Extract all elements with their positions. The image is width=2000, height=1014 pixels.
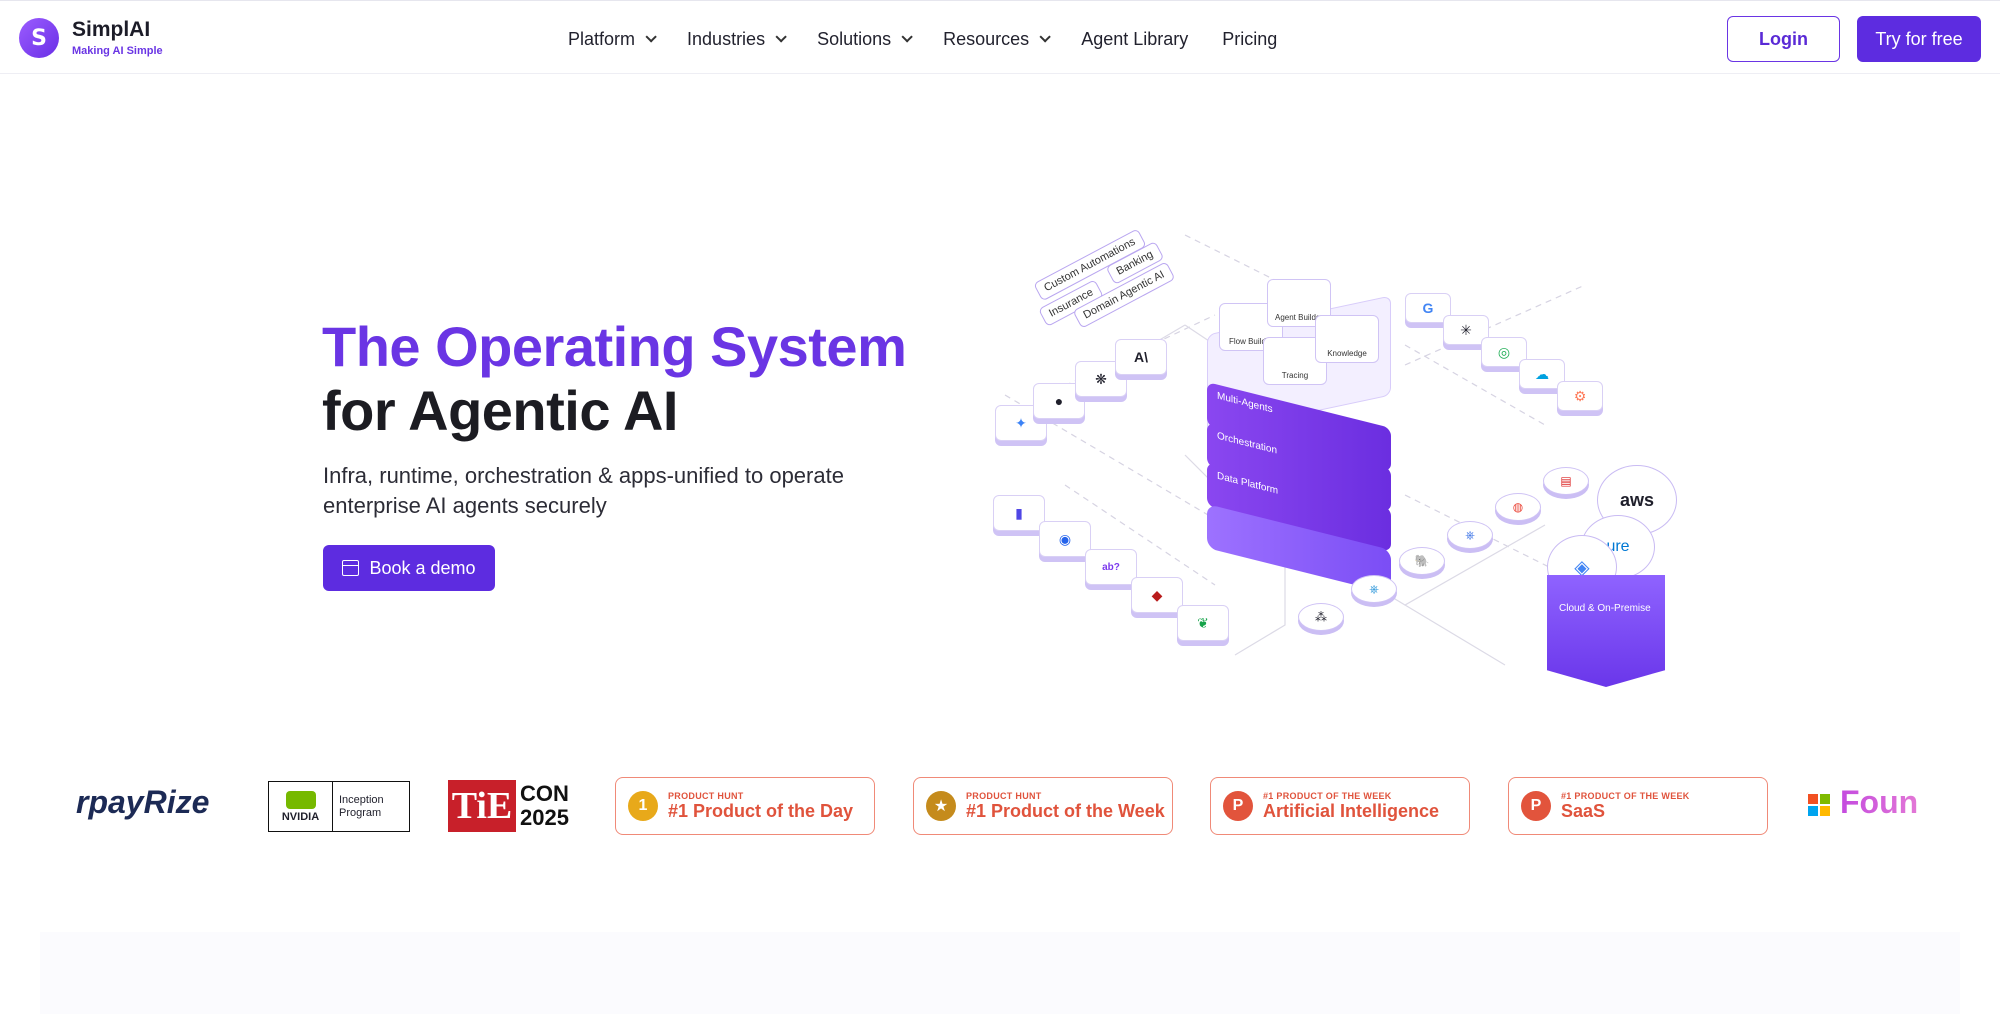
product-hunt-icon: P <box>1521 791 1551 821</box>
cloud-onprem-label: Cloud & On-Premise <box>1559 603 1651 614</box>
nav-resources[interactable]: Resources <box>943 28 1051 50</box>
chevron-down-icon <box>901 31 913 43</box>
partner-logo-strip: rpayRize NVIDIA Inception Program TiE CO… <box>0 770 2000 840</box>
tiecon-logo: TiE CON 2025 <box>448 780 569 832</box>
tiecon-year: 2025 <box>520 805 569 830</box>
badge-small: PRODUCT HUNT <box>668 790 744 801</box>
tiecon-name: CON <box>520 781 569 806</box>
nav-label: Platform <box>568 28 636 49</box>
kafka-icon: ⁂ <box>1298 603 1344 631</box>
chevron-down-icon <box>1039 31 1051 43</box>
badge-small: #1 PRODUCT OF THE WEEK <box>1561 790 1690 801</box>
postgres-icon: 🐘 <box>1399 547 1445 575</box>
nvidia-program: Inception Program <box>339 793 384 819</box>
chevron-down-icon <box>645 31 657 43</box>
product-hunt-icon: P <box>1223 791 1253 821</box>
knowledge-tile: Knowledge <box>1315 315 1379 363</box>
redis-icon: ▤ <box>1543 467 1589 495</box>
medal-icon: ★ <box>926 791 956 821</box>
nav-label: Pricing <box>1222 28 1278 49</box>
nav-agent-library[interactable]: Agent Library <box>1081 29 1188 50</box>
tile-label: Flow Builder <box>1228 337 1273 346</box>
stack-icon: ◆ <box>1131 577 1183 613</box>
nvidia-inception-logo: NVIDIA Inception Program <box>268 781 410 832</box>
microsoft-icon <box>1808 794 1830 816</box>
next-section-panel <box>40 932 1960 1014</box>
chat-icon: ◉ <box>1039 521 1091 557</box>
tie-mark: TiE <box>448 780 516 832</box>
calendar-icon <box>342 560 360 576</box>
nvidia-eye-icon <box>285 790 316 809</box>
tile-label: Knowledge <box>1327 349 1367 358</box>
badge-big: #1 Product of the Week <box>966 800 1165 821</box>
site-header: S SimplAI Making AI Simple Platform Indu… <box>0 0 2000 74</box>
book-demo-label: Book a demo <box>369 557 476 578</box>
kubernetes-icon: ⎈ <box>1447 521 1493 549</box>
nav-solutions[interactable]: Solutions <box>817 28 913 50</box>
nav-label: Agent Library <box>1081 28 1189 49</box>
badge-big: Artificial Intelligence <box>1263 800 1440 821</box>
book-demo-button[interactable]: Book a demo <box>323 545 495 591</box>
founders-hub-logo: Foun <box>1840 784 1924 821</box>
product-week-ai-badge: P #1 PRODUCT OF THE WEEK Artificial Inte… <box>1210 777 1470 835</box>
brand-text: SimplAI Making AI Simple <box>72 18 163 58</box>
hero-title-line2: for Agentic AI <box>322 379 678 442</box>
nav-industries[interactable]: Industries <box>687 28 787 50</box>
docs-icon: ▮ <box>993 495 1045 531</box>
badge-big: SaaS <box>1561 800 1606 821</box>
k8s-icon: ⎈ <box>1351 575 1397 603</box>
hero-subtitle: Infra, runtime, orchestration & apps-uni… <box>323 463 844 518</box>
hero-title: The Operating System for Agentic AI <box>322 315 907 443</box>
brand-tagline: Making AI Simple <box>72 45 163 57</box>
badge-big: #1 Product of the Day <box>668 800 854 821</box>
main-nav: Platform Industries Solutions Resources … <box>568 25 1311 53</box>
platform-illustration: Custom Automations Banking Insurance Dom… <box>985 225 1685 695</box>
brand-name: SimplAI <box>72 18 151 41</box>
nvidia-name: NVIDIA <box>281 810 320 823</box>
hero-title-line1: The Operating System <box>322 315 907 378</box>
badge-small: PRODUCT HUNT <box>966 790 1042 801</box>
nav-pricing[interactable]: Pricing <box>1222 29 1277 50</box>
leaf-icon: ❦ <box>1177 605 1229 641</box>
badge-text: PRODUCT HUNT #1 Product of the Day <box>668 791 853 822</box>
medal-icon: 1 <box>628 791 658 821</box>
simplai-logo-icon: S <box>19 18 59 58</box>
badge-small: #1 PRODUCT OF THE WEEK <box>1263 790 1392 801</box>
afterpay-logo: rpayRize <box>76 784 210 820</box>
product-week-saas-badge: P #1 PRODUCT OF THE WEEK SaaS <box>1508 777 1768 835</box>
nvidia-mark: NVIDIA <box>269 782 333 831</box>
login-button[interactable]: Login <box>1727 16 1840 62</box>
chevron-down-icon <box>775 31 787 43</box>
gcp-icon: ◍ <box>1495 493 1541 521</box>
cloud-onprem-box: Cloud & On-Premise <box>1547 575 1665 687</box>
nav-label: Industries <box>687 28 766 49</box>
nav-label: Resources <box>943 28 1030 49</box>
nav-platform[interactable]: Platform <box>568 28 657 50</box>
aws-label: aws <box>1619 489 1655 510</box>
lang-icon: ab? <box>1085 549 1137 585</box>
badge-text: #1 PRODUCT OF THE WEEK SaaS <box>1561 791 1690 822</box>
product-hunt-day-badge: 1 PRODUCT HUNT #1 Product of the Day <box>615 777 875 835</box>
nav-label: Solutions <box>817 28 892 49</box>
badge-text: #1 PRODUCT OF THE WEEK Artificial Intell… <box>1263 791 1439 822</box>
try-for-free-button[interactable]: Try for free <box>1857 16 1981 62</box>
anthropic-icon: A\ <box>1115 339 1167 375</box>
tile-label: Agent Builder <box>1274 313 1324 322</box>
tile-label: Tracing <box>1281 371 1309 380</box>
product-hunt-week-badge: ★ PRODUCT HUNT #1 Product of the Week <box>913 777 1173 835</box>
tiecon-text: CON 2025 <box>520 782 569 830</box>
hubspot-icon: ⚙ <box>1557 381 1603 411</box>
brand-logo[interactable]: S SimplAI Making AI Simple <box>19 18 163 58</box>
badge-text: PRODUCT HUNT #1 Product of the Week <box>966 791 1165 822</box>
